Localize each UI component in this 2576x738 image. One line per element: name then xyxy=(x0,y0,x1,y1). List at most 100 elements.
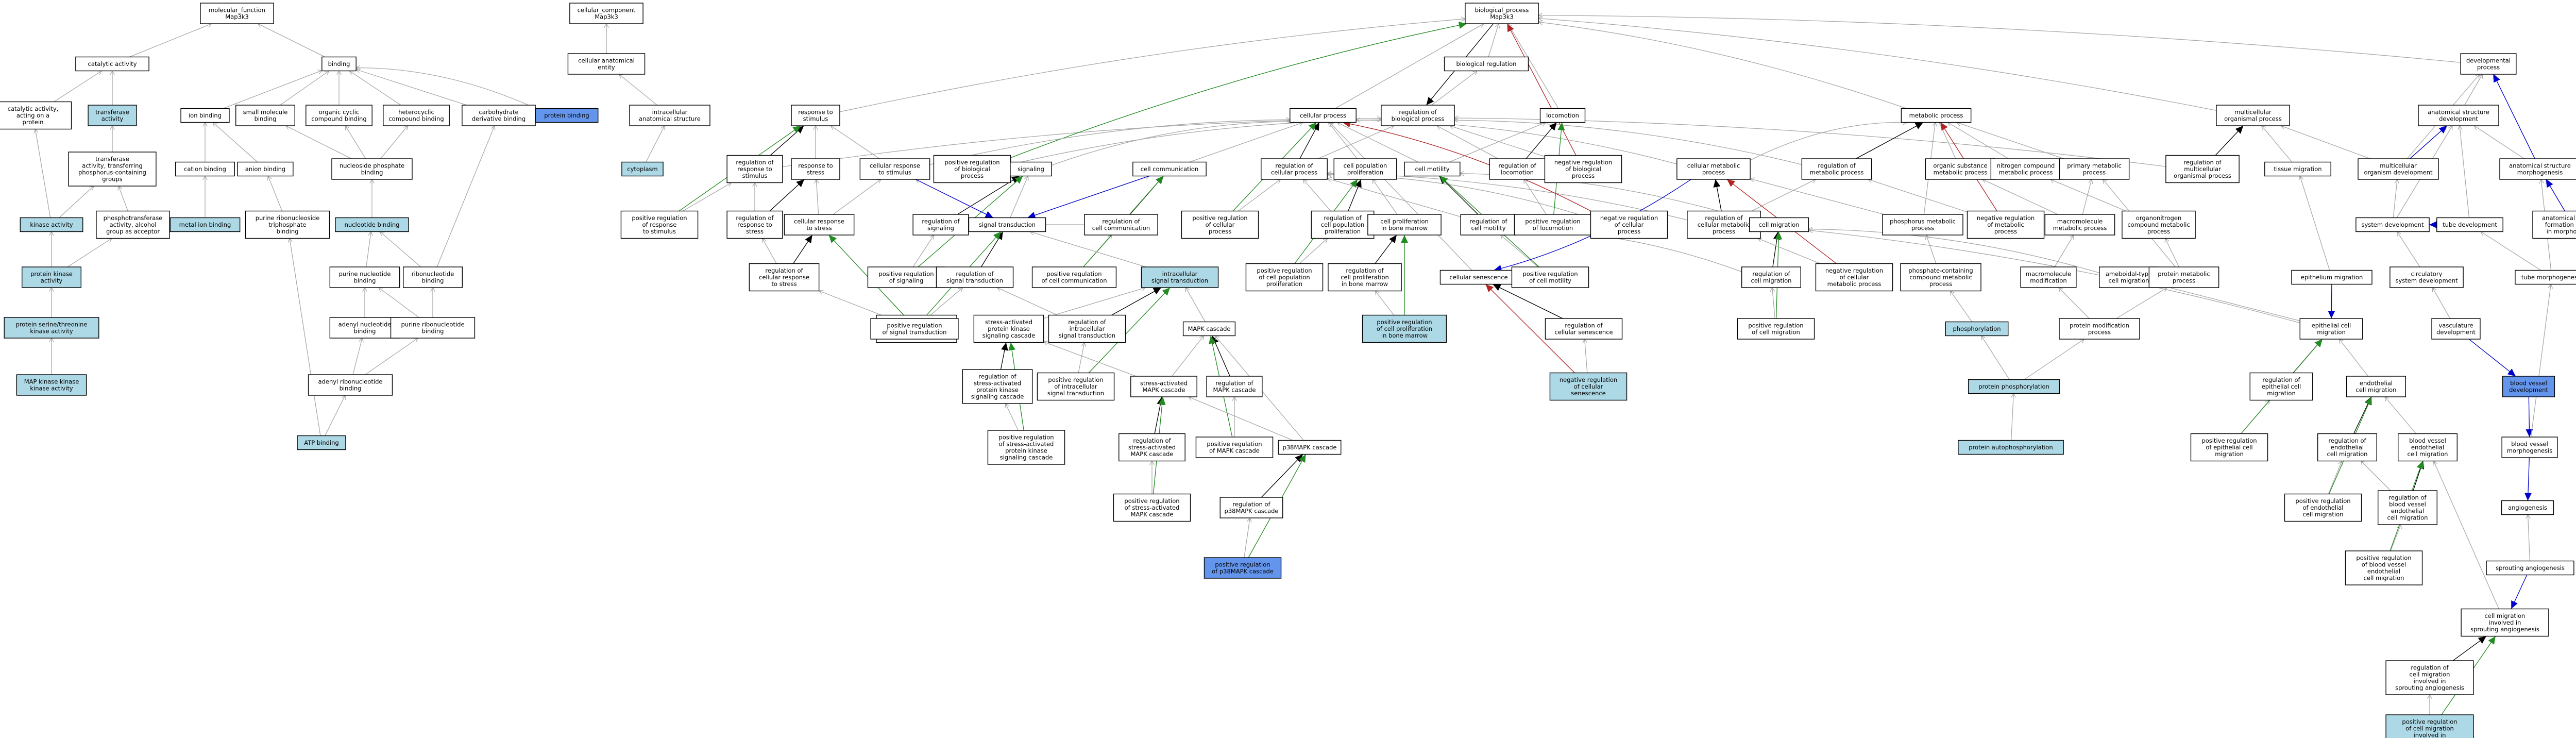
go-term-sysdev[interactable]: system development xyxy=(2355,217,2430,232)
go-term-binding[interactable]: binding xyxy=(321,56,357,72)
go-term-atp[interactable]: ATP binding xyxy=(297,435,346,450)
go-term-anionbind[interactable]: anion binding xyxy=(237,161,294,177)
go-term-cellsen[interactable]: cellular senescence xyxy=(1439,270,1518,285)
go-term-bioreg[interactable]: biological regulation xyxy=(1444,56,1529,72)
go-term-signaling[interactable]: signaling xyxy=(1010,161,1052,177)
go-term-cytoplasm[interactable]: cytoplasm xyxy=(621,161,664,177)
go-term-kinase[interactable]: kinase activity xyxy=(20,217,83,232)
go-term-cellcomm[interactable]: cell communication xyxy=(1132,161,1207,177)
go-term-sprout[interactable]: sprouting angiogenesis xyxy=(2486,560,2574,576)
go-term-metalion[interactable]: metal ion binding xyxy=(170,217,241,232)
go-term-epimig[interactable]: epithelium migration xyxy=(2291,270,2372,285)
go-term-angio[interactable]: angiogenesis xyxy=(2501,500,2554,515)
go-term-protbind[interactable]: protein binding xyxy=(535,108,599,123)
go-term-metab[interactable]: metabolic process xyxy=(1901,108,1972,123)
go-term-ionbind[interactable]: ion binding xyxy=(180,108,230,123)
go-term-p38[interactable]: p38MAPK cascade xyxy=(1278,440,1342,455)
go-term-catalytic[interactable]: catalytic activity xyxy=(75,56,149,72)
go-term-protphos[interactable]: protein phosphorylation xyxy=(1968,379,2060,394)
go-term-tubedev[interactable]: tube development xyxy=(2436,217,2503,232)
go-term-mapk[interactable]: MAPK cascade xyxy=(1182,321,1236,337)
go-term-tissuemig[interactable]: tissue migration xyxy=(2264,161,2331,177)
